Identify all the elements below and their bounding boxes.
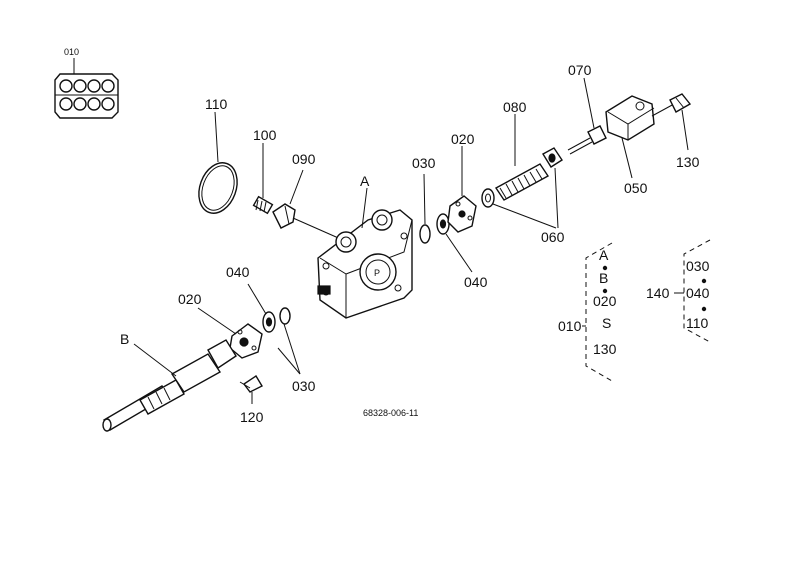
group-140-legend: 030 040 110 140 <box>646 239 711 343</box>
label-080: 080 <box>503 99 527 115</box>
bolt-130 <box>651 93 692 117</box>
spring-080 <box>494 163 550 201</box>
small-spring-100 <box>252 195 274 215</box>
label-090: 090 <box>292 151 316 167</box>
svg-text:P: P <box>374 268 380 278</box>
label-020-top: 020 <box>451 131 475 147</box>
label-060: 060 <box>541 229 565 245</box>
cap-050 <box>605 95 655 141</box>
label-020-left: 020 <box>178 291 202 307</box>
label-050: 050 <box>624 180 648 196</box>
label-100: 100 <box>253 127 277 143</box>
washer-040-top <box>436 213 450 235</box>
legend-110: 110 <box>686 315 709 331</box>
label-040-top: 040 <box>464 274 488 290</box>
label-070: 070 <box>568 62 592 78</box>
legend-A: A <box>599 247 609 263</box>
label-030-bottom: 030 <box>292 378 316 394</box>
label-120: 120 <box>240 409 264 425</box>
drawing-number: 68328-006-11 <box>363 408 418 418</box>
legend-040: 040 <box>686 285 710 301</box>
label-010-top: 010 <box>64 47 79 57</box>
valve-assembly-thumbnail <box>54 58 119 119</box>
washer-040-left <box>262 311 276 333</box>
spring-seat-060-upper <box>542 147 563 168</box>
label-A: A <box>360 173 370 189</box>
flange-020-left <box>229 323 263 359</box>
label-B: B <box>120 331 129 347</box>
legend-010: 010 <box>558 318 582 334</box>
bolt-070 <box>567 125 607 155</box>
o-ring-030-bottom <box>279 307 291 325</box>
legend-140: 140 <box>646 285 670 301</box>
assembly-legend: A B 020 S 130 010 <box>558 242 617 382</box>
valve-body-A: P <box>317 209 413 319</box>
flange-020-top <box>447 195 477 233</box>
legend-030: 030 <box>686 258 710 274</box>
label-040-left: 040 <box>226 264 250 280</box>
label-110: 110 <box>205 96 228 112</box>
legend-020: 020 <box>593 293 617 309</box>
spring-seat-060-lower <box>481 188 495 208</box>
legend-130: 130 <box>593 341 617 357</box>
screw-120 <box>239 375 263 393</box>
legend-range-mark: S <box>602 315 611 331</box>
legend-B: B <box>599 270 608 286</box>
label-130: 130 <box>676 154 700 170</box>
o-ring-030-top <box>419 224 431 244</box>
label-030-top: 030 <box>412 155 436 171</box>
spool-B <box>102 339 237 432</box>
o-ring-110 <box>198 162 238 214</box>
